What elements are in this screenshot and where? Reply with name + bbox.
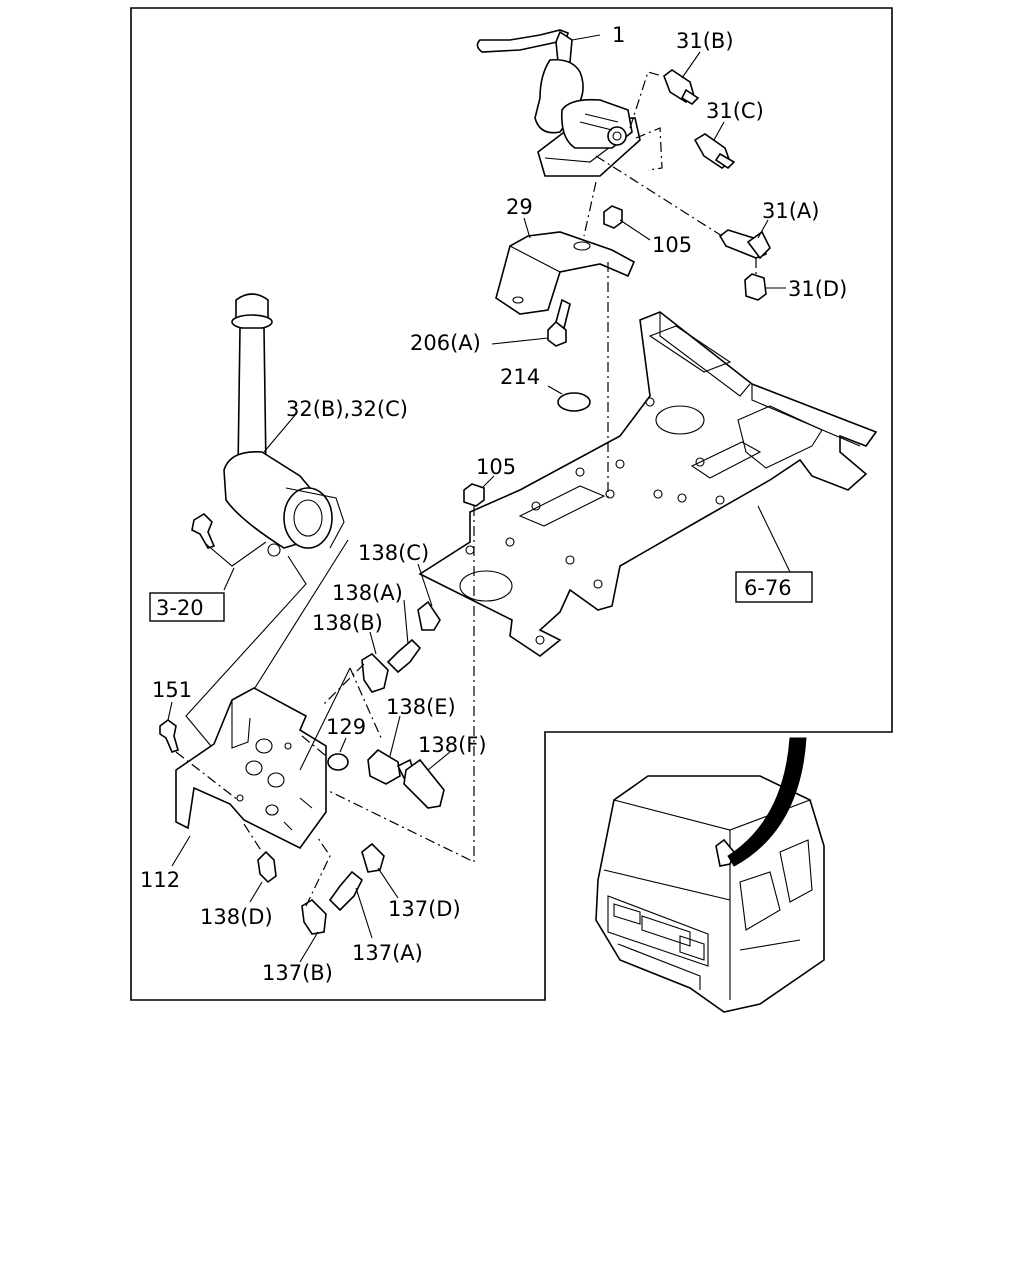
label-part-29: 29 (506, 195, 533, 219)
label-part-31c: 31(C) (706, 99, 764, 123)
fitting-138c (417, 600, 441, 631)
fitting-137d (361, 842, 385, 873)
nut-129 (327, 753, 349, 771)
fitting-138e (367, 748, 415, 785)
label-part-105-lower: 105 (476, 455, 516, 479)
cab-callout-arrow (727, 737, 807, 867)
bracket-112 (175, 687, 327, 850)
ref-3-20[interactable]: 3-20 (156, 596, 204, 620)
label-part-32bc: 32(B),32(C) (286, 397, 408, 421)
label-part-151: 151 (152, 678, 192, 702)
label-part-31b: 31(B) (676, 29, 734, 53)
fitting-31c (693, 133, 736, 170)
grommet-214 (557, 392, 591, 412)
label-part-137b: 137(B) (262, 961, 333, 985)
label-part-138d: 138(D) (200, 905, 273, 929)
label-part-112: 112 (140, 868, 180, 892)
fitting-137b (301, 898, 327, 935)
label-part-138a: 138(A) (332, 581, 403, 605)
label-part-138f: 138(F) (418, 733, 487, 757)
nut-105-lower (463, 483, 485, 507)
label-part-206a: 206(A) (410, 331, 481, 355)
fitting-138a (386, 638, 422, 674)
label-part-31a: 31(A) (762, 199, 819, 223)
bolt-206a (547, 298, 571, 347)
fitting-31a (718, 229, 771, 260)
ref-box-3-20[interactable] (149, 592, 225, 622)
ref-box-6-76[interactable] (735, 571, 813, 603)
diagram-frame (130, 7, 893, 1001)
label-part-31d: 31(D) (788, 277, 847, 301)
label-part-137d: 137(D) (388, 897, 461, 921)
mounting-plate (418, 311, 878, 657)
nut-105-upper (603, 205, 623, 229)
ref-6-76[interactable]: 6-76 (744, 576, 792, 600)
bolt-3-20 (191, 512, 216, 549)
bracket-29 (495, 231, 636, 315)
truck-cab-inset (595, 775, 825, 1013)
bolt-151 (159, 719, 179, 753)
fitting-31b (663, 69, 700, 106)
label-part-1: 1 (612, 23, 625, 47)
fitting-138f (403, 758, 445, 809)
fitting-138d (257, 850, 277, 884)
nut-31d (744, 273, 767, 301)
shift-lever-assembly (476, 29, 641, 177)
label-part-105-upper: 105 (652, 233, 692, 257)
valve-assembly-32 (223, 293, 345, 557)
label-part-138c: 138(C) (358, 541, 429, 565)
label-part-137a: 137(A) (352, 941, 423, 965)
fitting-138b (361, 652, 389, 693)
label-part-129: 129 (326, 715, 366, 739)
fitting-137a (328, 870, 364, 912)
label-part-138e: 138(E) (386, 695, 456, 719)
label-part-138b: 138(B) (312, 611, 383, 635)
label-part-214: 214 (500, 365, 540, 389)
